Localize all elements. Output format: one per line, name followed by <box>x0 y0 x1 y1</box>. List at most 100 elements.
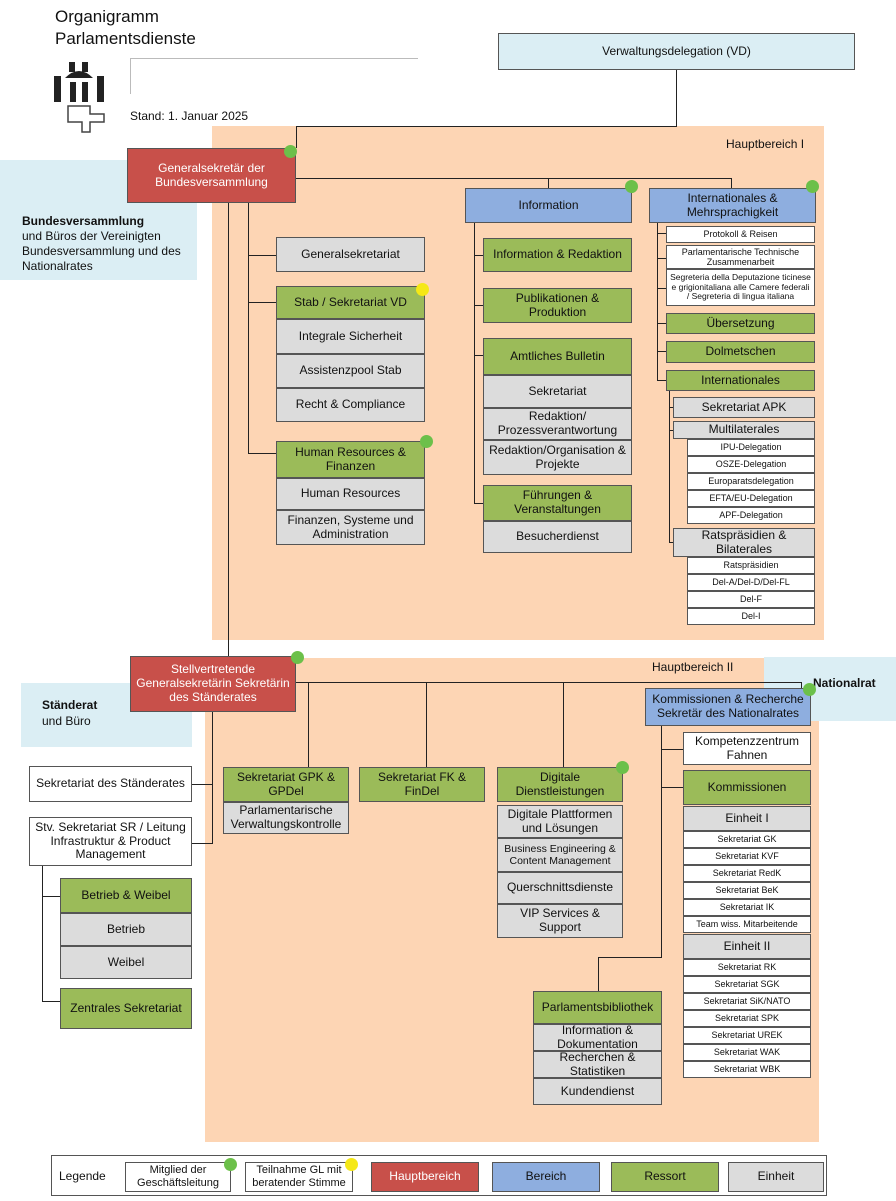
legend-label: Legende <box>59 1169 106 1183</box>
information-redaktion-box: Information & Redaktion <box>483 238 632 272</box>
intl-small-2: Parlamentarische Technische Zusammenarbe… <box>666 245 815 269</box>
teilnahme-dot <box>416 283 429 296</box>
dd-unit-1: Digitale Plattformen und Lösungen <box>497 805 623 838</box>
standerat-title: Ständerat <box>42 698 98 712</box>
stab-unit-1: Integrale Sicherheit <box>276 319 425 354</box>
betrieb-weibel-box: Betrieb & Weibel <box>60 878 192 913</box>
bib-unit-1: Information & Dokumentation <box>533 1023 662 1051</box>
stab-unit-2: Assistenzpool Stab <box>276 354 425 388</box>
bundesversammlung-text: und Büros der Vereinigten Bundesversamml… <box>22 229 181 273</box>
legend-teilnahme: Teilnahme GL mit beratender Stimme <box>245 1162 353 1192</box>
weibel-box: Weibel <box>60 946 192 979</box>
legend-teilnahme-dot <box>345 1158 358 1171</box>
multi-item: OSZE-Delegation <box>687 456 815 473</box>
gl-member-dot <box>284 145 297 158</box>
internationales-box: Internationales & Mehrsprachigkeit <box>649 188 816 223</box>
einheit-1-item: Sekretariat BeK <box>683 882 811 899</box>
multilaterales-box: Multilaterales <box>673 421 815 439</box>
sekretariat-standerat-box: Sekretariat des Ständerates <box>29 766 192 802</box>
legend: Legende Mitglied der Geschäftsleitung Te… <box>51 1155 827 1196</box>
einheit-1-item: Team wiss. Mitarbeitende <box>683 916 811 933</box>
betrieb-box: Betrieb <box>60 913 192 946</box>
fk-box: Sekretariat FK & FinDel <box>359 767 485 802</box>
hauptbereich-1-label: Hauptbereich I <box>726 137 805 151</box>
einheit-1-item: Sekretariat GK <box>683 831 811 848</box>
einheit-1-item: Sekretariat RedK <box>683 865 811 882</box>
header-rule-v <box>130 58 131 94</box>
einheit-1-item: Sekretariat KVF <box>683 848 811 865</box>
gl-member-dot <box>291 651 304 664</box>
uebersetzung-box: Übersetzung <box>666 313 815 334</box>
parlamentsbibliothek-box: Parlamentsbibliothek <box>533 991 662 1024</box>
einheit-2-box: Einheit II <box>683 934 811 959</box>
header-rule-h <box>130 58 418 59</box>
stv-gs-box: Stellvertretende Generalsekretärin Sekre… <box>130 656 296 712</box>
amtliches-bulletin-box: Amtliches Bulletin <box>483 338 632 375</box>
pvk-box: Parlamentarische Verwaltungskontrolle <box>223 802 349 834</box>
title-line-2: Parlamentsdienste <box>55 29 196 48</box>
digitale-dienstleistungen-box: Digitale Dienstleistungen <box>497 767 623 802</box>
ratspraesidien-box: Ratspräsidien & Bilaterales <box>673 528 815 557</box>
internationales-ressort-box: Internationales <box>666 370 815 391</box>
gl-member-dot <box>803 683 816 696</box>
kommissionen-recherche-box: Kommissionen & Recherche Sekretär des Na… <box>645 688 811 726</box>
gpk-box: Sekretariat GPK & GPDel <box>223 767 349 802</box>
legend-ressort: Ressort <box>611 1162 719 1192</box>
hrf-box: Human Resources & Finanzen <box>276 441 425 478</box>
bib-unit-2: Recherchen & Statistiken <box>533 1050 662 1078</box>
einheit-1-item: Sekretariat IK <box>683 899 811 916</box>
legend-gl: Mitglied der Geschäftsleitung <box>125 1162 231 1192</box>
date-label: Stand: 1. Januar 2025 <box>130 109 249 123</box>
legend-gl-dot <box>224 1158 237 1171</box>
gl-member-dot <box>625 180 638 193</box>
legend-hauptbereich: Hauptbereich <box>371 1162 479 1192</box>
stab-unit-3: Recht & Compliance <box>276 388 425 422</box>
zentrales-sekretariat-box: Zentrales Sekretariat <box>60 988 192 1029</box>
dd-unit-2: Business Engineering & Content Managemen… <box>497 838 623 872</box>
ab-unit-1: Sekretariat <box>483 375 632 408</box>
einheit-2-item: Sekretariat WBK <box>683 1061 811 1078</box>
multi-item: Europaratsdelegation <box>687 473 815 490</box>
gl-member-dot <box>806 180 819 193</box>
ab-unit-3: Redaktion/Organisation & Projekte <box>483 440 632 475</box>
einheit-1-box: Einheit I <box>683 806 811 831</box>
multi-item: APF-Delegation <box>687 507 815 524</box>
rats-item: Del-A/Del-D/Del-FL <box>687 574 815 591</box>
parliament-logo <box>54 62 105 133</box>
intl-small-1: Protokoll & Reisen <box>666 226 815 243</box>
gl-member-dot <box>420 435 433 448</box>
einheit-2-item: Sekretariat UREK <box>683 1027 811 1044</box>
information-box: Information <box>465 188 632 223</box>
rats-item: Del-I <box>687 608 815 625</box>
kompetenzzentrum-box: Kompetenzzentrum Fahnen <box>683 732 811 765</box>
fuehrungen-box: Führungen & Veranstaltungen <box>483 485 632 521</box>
einheit-2-item: Sekretariat WAK <box>683 1044 811 1061</box>
kommissionen-box: Kommissionen <box>683 770 811 805</box>
rats-item: Ratspräsidien <box>687 557 815 574</box>
ab-unit-2: Redaktion/ Prozessverantwortung <box>483 408 632 440</box>
nationalrat-title: Nationalrat <box>813 676 876 690</box>
dd-unit-3: Querschnittsdienste <box>497 872 623 904</box>
multi-item: IPU-Delegation <box>687 439 815 456</box>
einheit-2-item: Sekretariat SPK <box>683 1010 811 1027</box>
rats-item: Del-F <box>687 591 815 608</box>
einheit-2-item: Sekretariat SGK <box>683 976 811 993</box>
einheit-2-item: Sekretariat SiK/NATO <box>683 993 811 1010</box>
gl-member-dot <box>616 761 629 774</box>
dd-unit-4: VIP Services & Support <box>497 904 623 938</box>
stab-box: Stab / Sekretariat VD <box>276 286 425 319</box>
sekretariat-apk-box: Sekretariat APK <box>673 397 815 418</box>
besucherdienst-box: Besucherdienst <box>483 521 632 553</box>
hrf-unit-2: Finanzen, Systeme und Administration <box>276 510 425 545</box>
hrf-unit-1: Human Resources <box>276 478 425 510</box>
gs-box: Generalsekretär der Bundesversammlung <box>127 148 296 203</box>
vd-box: Verwaltungsdelegation (VD) <box>498 33 855 70</box>
bundesversammlung-title: Bundesversammlung <box>22 214 145 228</box>
multi-item: EFTA/EU-Delegation <box>687 490 815 507</box>
stv-sekretariat-box: Stv. Sekretariat SR / Leitung Infrastruk… <box>29 817 192 866</box>
hauptbereich-2-label: Hauptbereich II <box>652 660 734 674</box>
legend-einheit: Einheit <box>728 1162 824 1192</box>
standerat-sub: und Büro <box>42 714 91 728</box>
bib-unit-3: Kundendienst <box>533 1078 662 1105</box>
legend-bereich: Bereich <box>492 1162 600 1192</box>
